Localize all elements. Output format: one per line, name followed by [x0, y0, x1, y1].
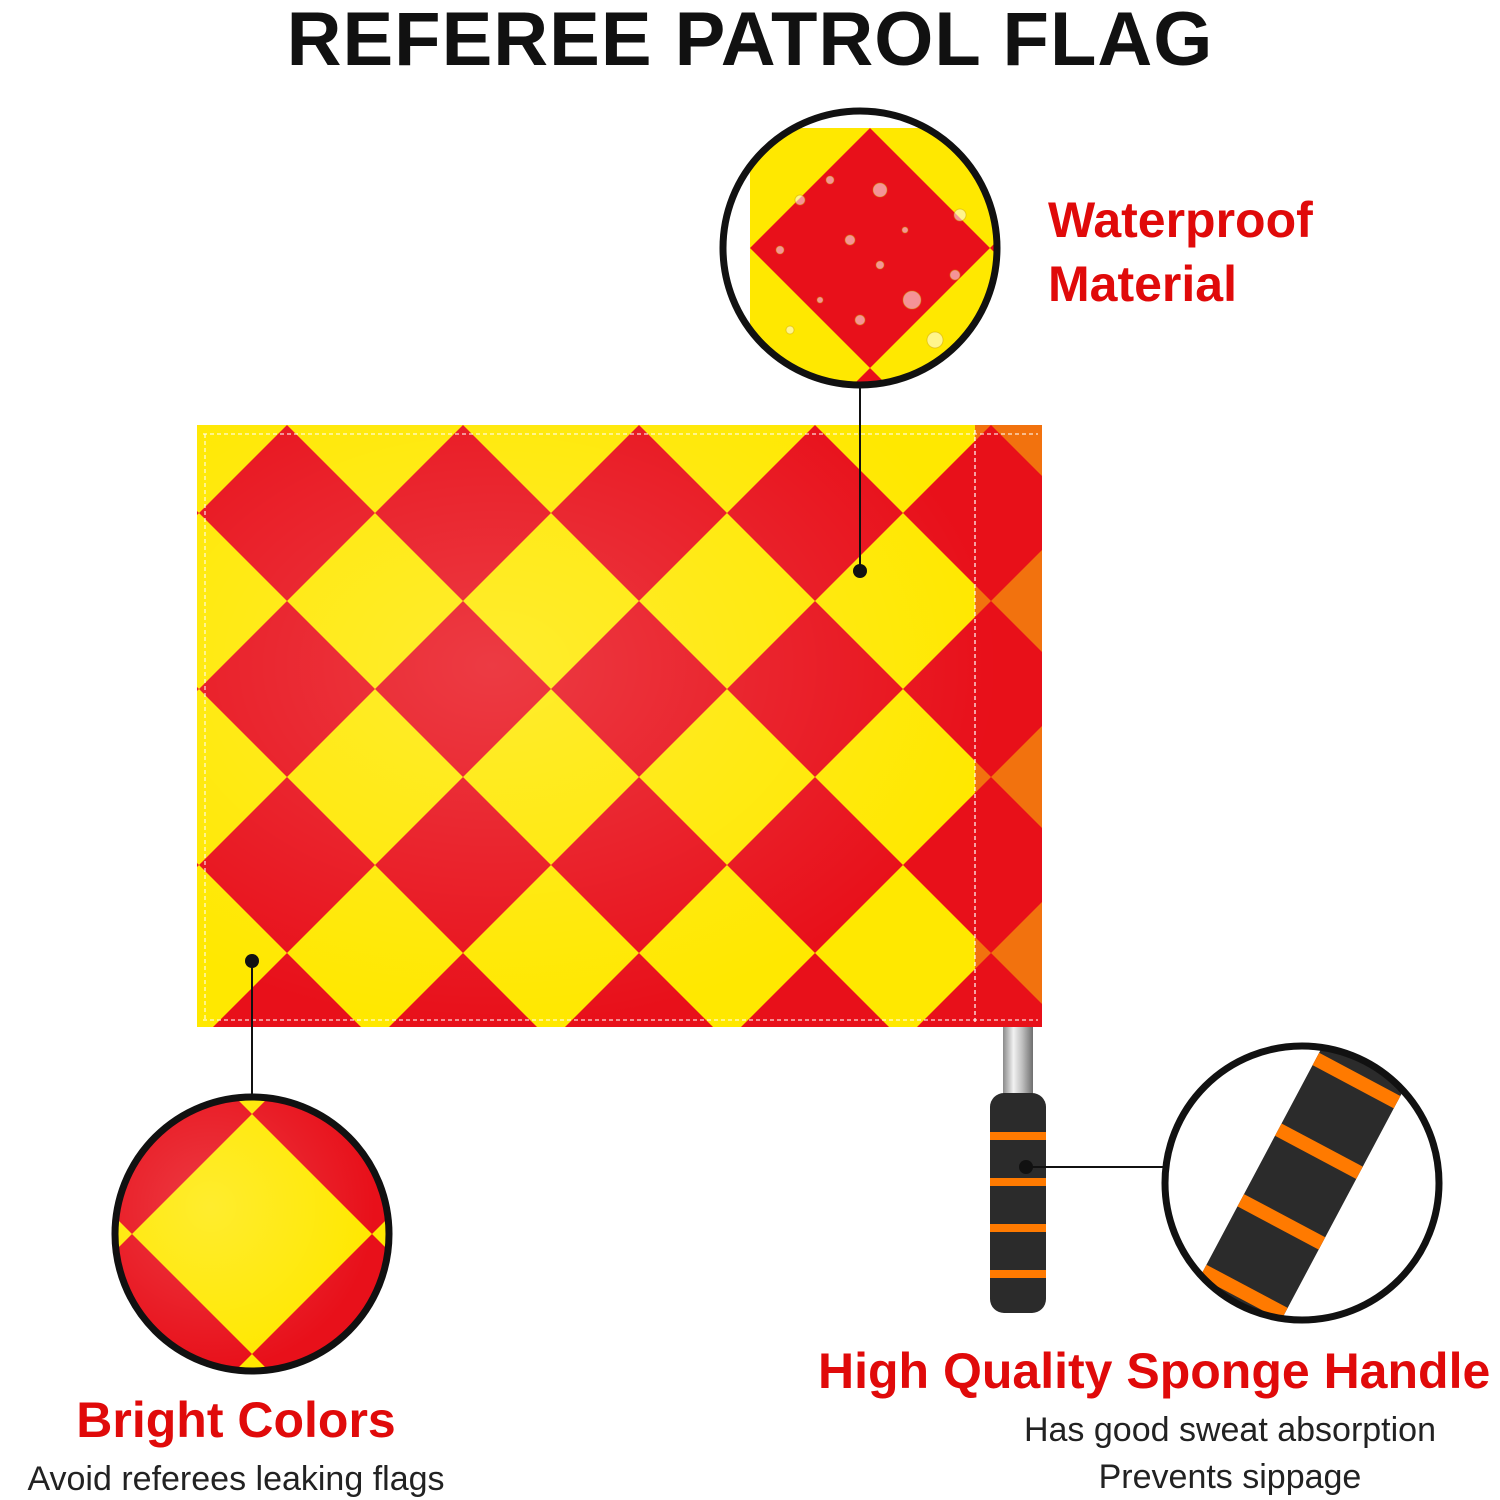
sponge-handle-subtitle-line1: Has good sweat absorption	[1023, 1411, 1437, 1449]
flag	[197, 425, 1042, 1027]
bright-colors-callout	[111, 954, 393, 1375]
bright-colors-subtitle: Avoid referees leaking flags	[27, 1460, 445, 1498]
waterproof-callout	[719, 107, 1001, 578]
waterproof-title-line2: Material	[1048, 256, 1237, 312]
sponge-handle-title: High Quality Sponge Handle	[818, 1343, 1491, 1399]
sponge-handle-callout	[1019, 1042, 1443, 1324]
flag-handle	[990, 1027, 1046, 1313]
page-title: REFEREE PATROL FLAG	[286, 0, 1214, 82]
water-droplets-icon	[775, 175, 967, 349]
sponge-handle-subtitle-line2: Prevents sippage	[1098, 1458, 1362, 1496]
waterproof-title-line1: Waterproof	[1048, 192, 1313, 248]
bright-colors-title: Bright Colors	[76, 1392, 396, 1448]
